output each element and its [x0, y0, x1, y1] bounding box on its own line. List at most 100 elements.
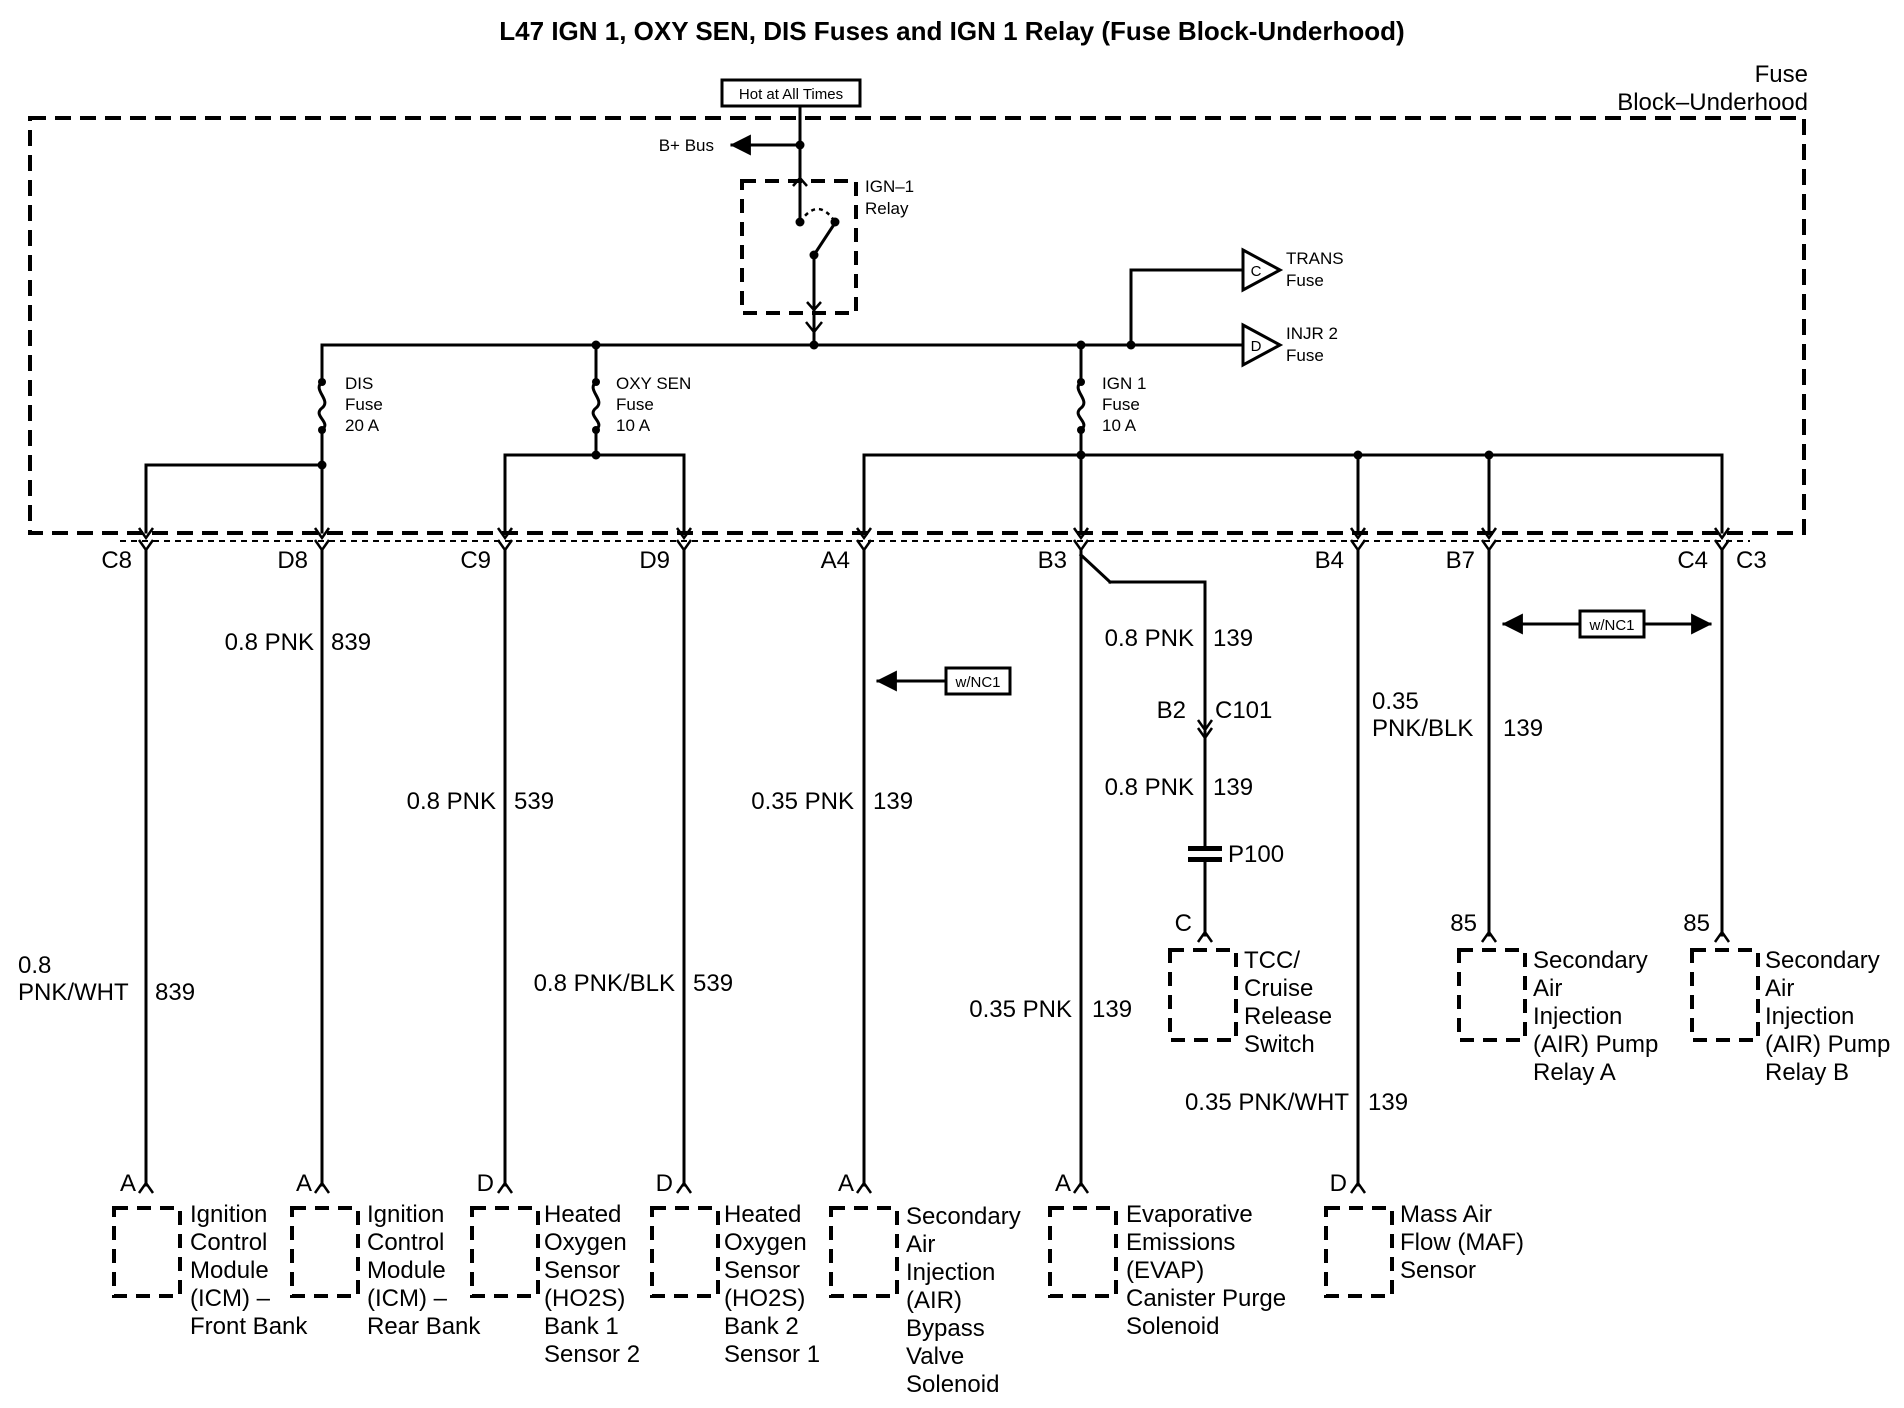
component-label-line: Secondary — [906, 1203, 1021, 1230]
tcc-branch: B2 C101 P100 C — [1078, 552, 1284, 937]
wire-circuit-b4: 139 — [1503, 715, 1543, 742]
component-pin: A — [296, 1170, 312, 1197]
dis-fuse-line2: Fuse — [345, 395, 383, 414]
relay-label-line2: Relay — [865, 199, 909, 218]
wire-circuit-b3-mid: 139 — [1213, 774, 1253, 801]
dis-fuse: DIS Fuse 20 A — [317, 343, 383, 534]
wire-circuit-c8: 839 — [155, 979, 195, 1006]
component-label-line: Air — [1765, 975, 1794, 1002]
pin-label: C3 — [1736, 547, 1767, 574]
fuse-block-outline — [28, 116, 1806, 535]
pin-label: A4 — [821, 547, 850, 574]
wire-gauge-b3-top: 0.8 PNK — [1105, 625, 1194, 652]
trans-fuse-label-line1: TRANS — [1286, 249, 1344, 268]
icm-rear-bank: A Ignition Control Module (ICM) – Rear B… — [290, 1170, 481, 1340]
wire-gauge-b4-line2: PNK/BLK — [1372, 715, 1473, 742]
component-label-line: (AIR) Pump — [1533, 1031, 1658, 1058]
pin-label: D8 — [277, 547, 308, 574]
component-label-line: Secondary — [1533, 947, 1648, 974]
component-label-line: Control — [367, 1229, 444, 1256]
oxy-sen-fuse-line2: Fuse — [616, 395, 654, 414]
component-label-line: Emissions — [1126, 1229, 1235, 1256]
pin-label: C9 — [460, 547, 491, 574]
ign1-fuse-line1: IGN 1 — [1102, 374, 1146, 393]
relay-pin-label: 85 — [1683, 910, 1710, 937]
wire-circuit-b3-top: 139 — [1213, 625, 1253, 652]
component-label-line: Release — [1244, 1003, 1332, 1030]
wire-circuit-a4: 139 — [873, 788, 913, 815]
component-label-line: Injection — [906, 1259, 995, 1286]
component-label-line: Switch — [1244, 1031, 1315, 1058]
component-label-line: Valve — [906, 1343, 964, 1370]
air-pump-relay-a: 85 Secondary Air Injection (AIR) Pump Re… — [1450, 910, 1658, 1086]
component-label-line: Heated — [544, 1201, 621, 1228]
component-label-line: Sensor 2 — [544, 1341, 640, 1368]
oxy-sen-fuse-line1: OXY SEN — [616, 374, 691, 393]
component-label-line: Relay A — [1533, 1059, 1616, 1086]
component-label-line: (ICM) – — [367, 1285, 448, 1312]
component-label-line: Bank 1 — [544, 1313, 619, 1340]
tcc-cruise-release-switch: TCC/ Cruise Release Switch — [1168, 929, 1332, 1058]
component-label-line: Injection — [1533, 1003, 1622, 1030]
ign1-fuse-line3: 10 A — [1102, 416, 1137, 435]
component-label-line: Heated — [724, 1201, 801, 1228]
component-pin: D — [1330, 1170, 1347, 1197]
wire-gauge-c8-line1: 0.8 — [18, 952, 51, 979]
wire-gauge-tcc-out: 0.35 PNK/WHT — [1185, 1089, 1349, 1116]
injr2-fuse-label-line2: Fuse — [1286, 346, 1324, 365]
fuse-block-terminals — [137, 527, 1731, 553]
wire-gauge-b4-line1: 0.35 — [1372, 688, 1419, 715]
component-label-line: Evaporative — [1126, 1201, 1253, 1228]
component-label-line: Solenoid — [1126, 1313, 1219, 1340]
wire-gauge-b3-mid: 0.8 PNK — [1105, 774, 1194, 801]
c101-pin: B2 — [1157, 697, 1186, 724]
component-label-line: Ignition — [367, 1201, 444, 1228]
component-label-line: (HO2S) — [724, 1285, 805, 1312]
component-label-line: TCC/ — [1244, 947, 1300, 974]
bplus-bus-label: B+ Bus — [659, 136, 714, 155]
component-label-line: Sensor — [544, 1257, 620, 1284]
dis-fuse-line3: 20 A — [345, 416, 380, 435]
pin-label: B3 — [1038, 547, 1067, 574]
icm-front-bank: A Ignition Control Module (ICM) – Front … — [112, 1170, 308, 1340]
p100-label: P100 — [1228, 841, 1284, 868]
component-label-line: Bank 2 — [724, 1313, 799, 1340]
maf-sensor: D Mass Air Flow (MAF) Sensor — [1324, 1170, 1524, 1298]
component-pin: A — [838, 1170, 854, 1197]
component-label-line: (ICM) – — [190, 1285, 271, 1312]
wire-gauge-a4: 0.35 PNK — [751, 788, 854, 815]
wire-circuit-d9: 539 — [693, 970, 733, 997]
fuse-block-label-line2: Block–Underhood — [1617, 89, 1808, 116]
fuse-block-pin-labels: C8 D8 C9 D9 A4 B3 B4 B7 C4 C3 — [101, 547, 1766, 574]
relay-label-line1: IGN–1 — [865, 177, 914, 196]
component-label-line: Air — [906, 1231, 935, 1258]
hot-at-all-times-box: Hot at All Times — [720, 78, 862, 108]
fuse-block-label-line1: Fuse — [1755, 61, 1808, 88]
ign1-fuse-line2: Fuse — [1102, 395, 1140, 414]
component-label-line: (EVAP) — [1126, 1257, 1204, 1284]
tcc-pin: C — [1175, 910, 1192, 937]
component-label-line: Injection — [1765, 1003, 1854, 1030]
component-label-line: Sensor 1 — [724, 1341, 820, 1368]
ign1-fuse: IGN 1 Fuse 10 A — [1076, 343, 1146, 435]
nc1-option-a4: w/NC1 — [875, 666, 1012, 696]
trans-fuse-label-line2: Fuse — [1286, 271, 1324, 290]
wire-labels: 0.8 PNK 839 0.8 PNK/WHT 839 0.8 PNK 539 … — [18, 625, 1543, 1116]
component-label-line: Module — [367, 1257, 446, 1284]
component-label-line: Cruise — [1244, 975, 1313, 1002]
dis-fuse-line1: DIS — [345, 374, 373, 393]
component-label-line: Front Bank — [190, 1313, 308, 1340]
component-label-line: (HO2S) — [544, 1285, 625, 1312]
nc1-label: w/NC1 — [954, 674, 1000, 691]
diagram-title: L47 IGN 1, OXY SEN, DIS Fuses and IGN 1 … — [499, 16, 1404, 46]
component-label-line: Bypass — [906, 1315, 985, 1342]
wire-gauge-b3-low: 0.35 PNK — [969, 996, 1072, 1023]
component-label-line: Control — [190, 1229, 267, 1256]
component-pin: A — [120, 1170, 136, 1197]
component-label-line: (AIR) Pump — [1765, 1031, 1890, 1058]
pin-label: B7 — [1446, 547, 1475, 574]
ho2s-bank2-sensor1: D Heated Oxygen Sensor (HO2S) Bank 2 Sen… — [650, 1170, 820, 1368]
wire-gauge-c8-line2: PNK/WHT — [18, 979, 129, 1006]
component-label-line: Secondary — [1765, 947, 1880, 974]
